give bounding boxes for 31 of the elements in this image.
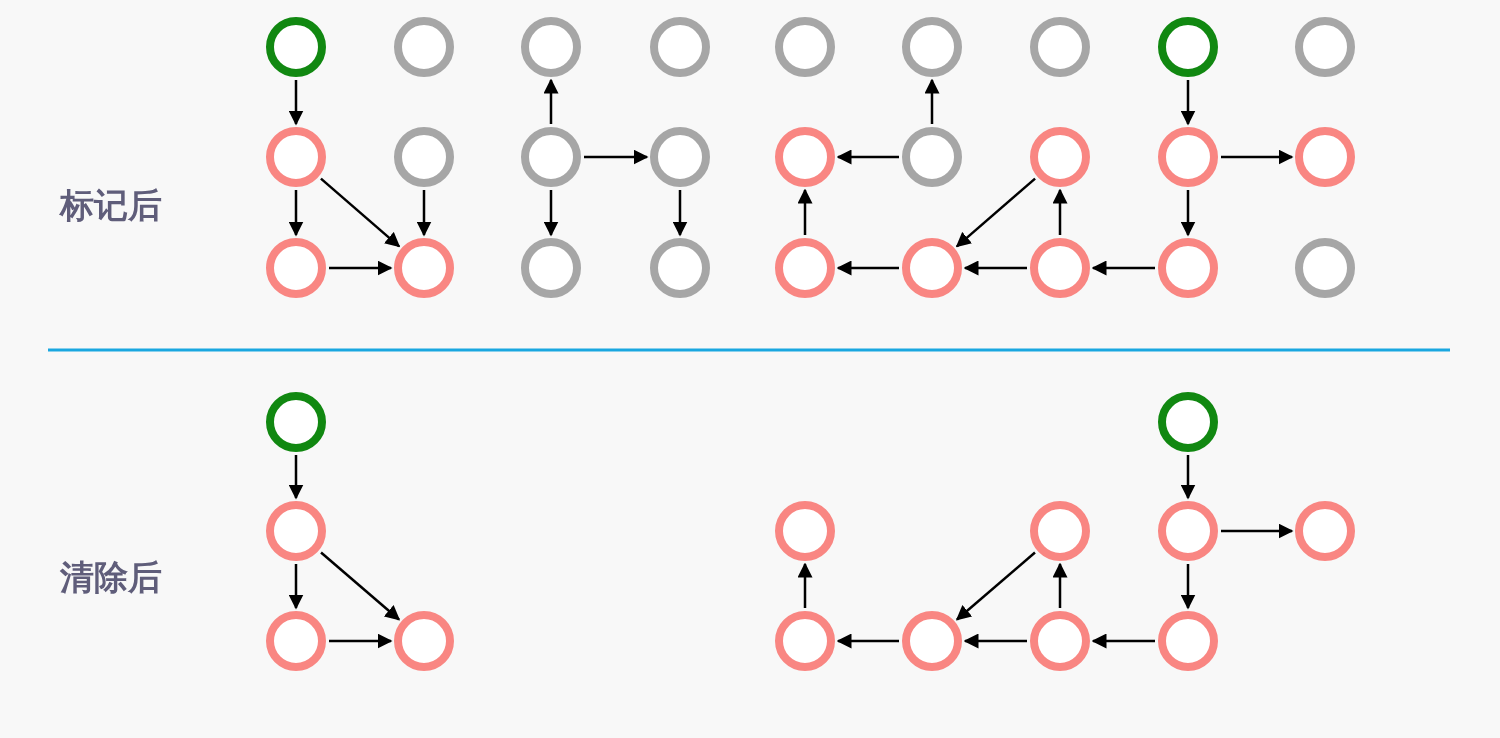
arrow [584,149,649,165]
arrow [416,190,432,237]
arrow [963,260,1027,276]
arrow [1052,562,1068,608]
arrow [288,80,304,126]
arrow [797,188,813,235]
arrow [288,564,304,610]
section-label: 清除后 [60,557,162,598]
arrow [1221,149,1294,165]
arrow [797,562,813,608]
arrow [288,455,304,500]
arrow [329,260,393,276]
arrow [1180,190,1196,237]
arrow [1091,260,1155,276]
arrow [836,149,899,165]
arrow [963,633,1027,649]
arrow [1180,564,1196,610]
arrow [543,78,559,124]
arrow [836,260,899,276]
arrow [543,190,559,237]
arrow [1180,80,1196,126]
section-label: 标记后 [60,185,162,226]
arrow [1180,455,1196,500]
arrow [1221,523,1294,539]
arrow [329,633,393,649]
arrow [1052,188,1068,235]
arrow [1091,633,1155,649]
arrow [288,190,304,237]
arrow [924,78,940,124]
arrow [836,633,899,649]
arrow [672,190,688,237]
